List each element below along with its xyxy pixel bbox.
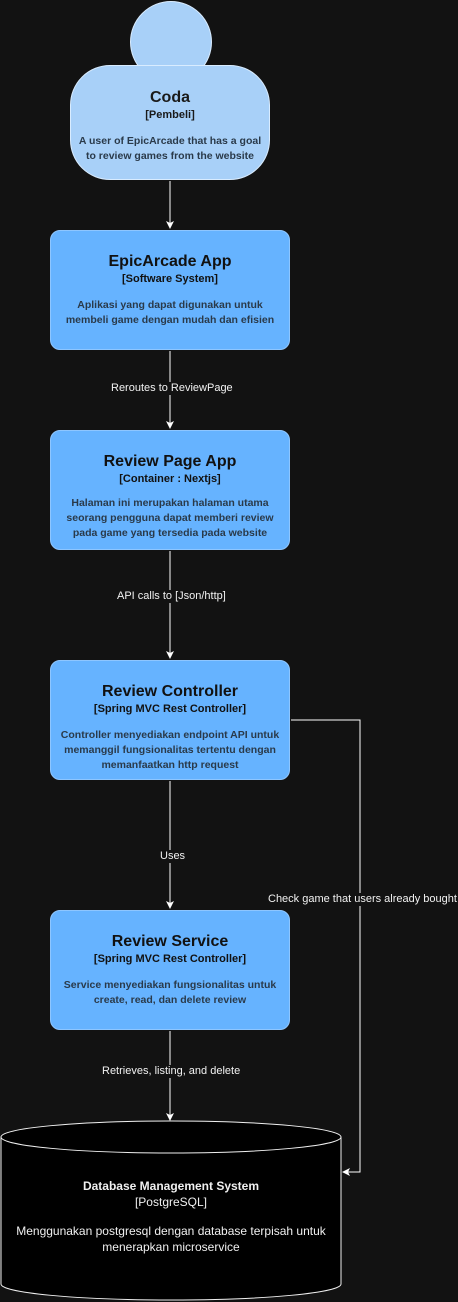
node-type: [Container : Nextjs] [119,473,221,485]
edge-label-api-calls: API calls to [Json/http] [116,590,227,603]
node-description: Halaman ini merupakan halaman utama seor… [66,497,274,539]
node-description: Aplikasi yang dapat digunakan untuk memb… [65,299,275,326]
node-type: [Software System] [122,273,218,285]
node-description: Service menyediakan fungsionalitas untuk… [63,979,277,1006]
node-title: Review Page App [103,453,237,470]
database-title: Database Management System [82,1179,260,1193]
person-coda: Coda [Pembeli] A user of EpicArcade that… [70,65,270,180]
node-title: EpicArcade App [108,253,232,270]
node-title: Review Service [111,933,229,950]
person-type: [Pembeli] [145,109,195,121]
node-type: [Spring MVC Rest Controller] [93,703,247,715]
node-description: Controller menyediakan endpoint API untu… [60,729,280,771]
edge-label-check-game: Check game that users already bought [267,893,458,906]
edge-label-reroutes: Reroutes to ReviewPage [110,382,234,395]
node-review-controller: Review Controller [Spring MVC Rest Contr… [50,660,290,780]
database-cylinder [0,1120,342,1301]
node-type: [Spring MVC Rest Controller] [93,953,247,965]
person-name: Coda [150,89,190,106]
node-review-service: Review Service [Spring MVC Rest Controll… [50,910,290,1030]
database-type: [PostgreSQL] [134,1195,208,1209]
node-epicarcade-app: EpicArcade App [Software System] Aplikas… [50,230,290,350]
database-labels: Database Management System [PostgreSQL] … [0,1178,342,1255]
edge-label-uses: Uses [159,850,187,863]
edge-label-retrieves: Retrieves, listing, and delete [101,1065,242,1078]
edge-check-game [291,719,361,1176]
node-review-page-app: Review Page App [Container : Nextjs] Hal… [50,430,290,550]
person-description: A user of EpicArcade that has a goal to … [78,135,262,162]
database-description: Menggunakan postgresql dengan database t… [16,1224,326,1254]
node-title: Review Controller [101,683,239,700]
